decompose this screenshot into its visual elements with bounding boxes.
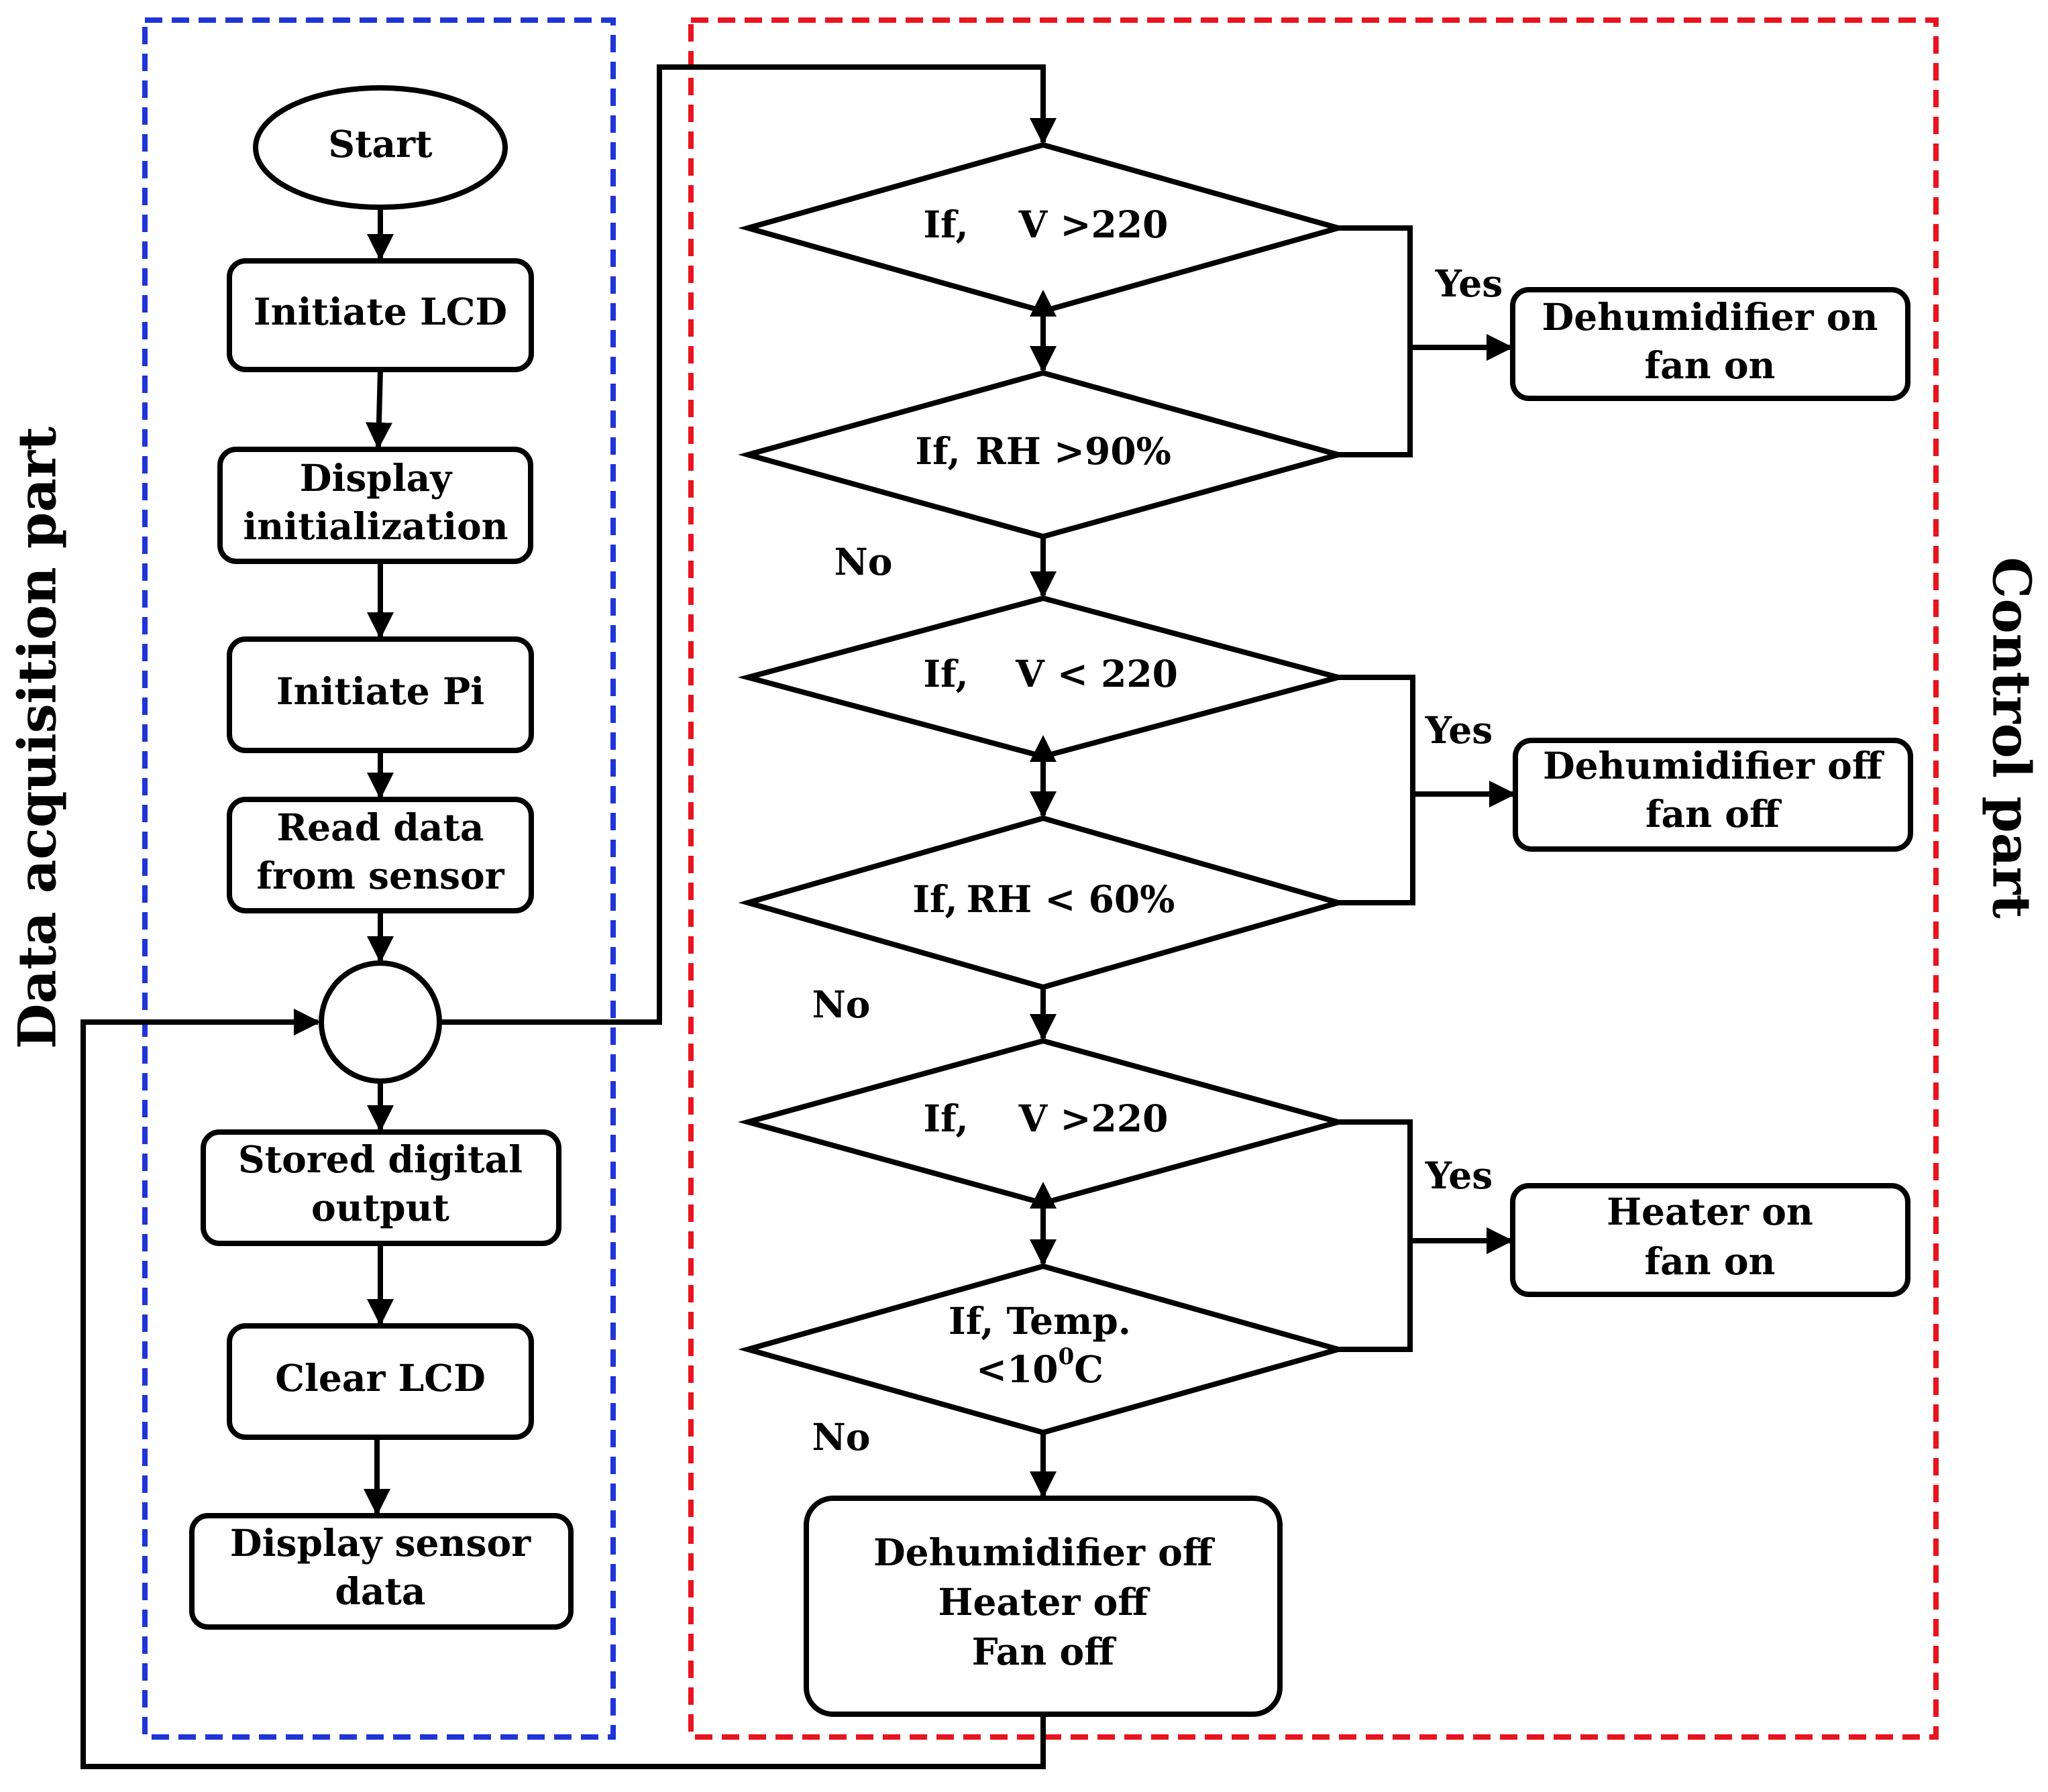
connector-arrow: [365, 369, 392, 449]
output-line1: Heater on: [1607, 1190, 1813, 1233]
start-label: Start: [328, 122, 433, 166]
no-label: No: [812, 1415, 871, 1459]
data-acquisition-label: Data acquisition part: [7, 427, 68, 1049]
decision-label-left: If,: [923, 203, 968, 246]
decision-label-right: RH >90%: [975, 429, 1171, 473]
output-line1: Dehumidifier on: [1542, 295, 1878, 339]
display-sensor-line2: data: [335, 1569, 425, 1613]
decision-label-right: V < 220: [1015, 652, 1178, 695]
initiate-pi-label: Initiate Pi: [276, 669, 484, 713]
decision-label-right: RH < 60%: [967, 877, 1175, 921]
decision-temp-line1: If, Temp.: [949, 1299, 1131, 1343]
decision-label-left: If,: [923, 1097, 968, 1140]
yes-label: Yes: [1425, 708, 1493, 752]
yes-bracket: [1338, 1119, 1413, 1352]
decision-label-right: V >220: [1018, 1097, 1169, 1140]
junction-to-control-line: [439, 64, 1057, 1025]
clear-lcd-label: Clear LCD: [275, 1356, 486, 1400]
output-line2: fan off: [1646, 792, 1782, 836]
loop-junction: [319, 960, 442, 1084]
control-region: [688, 17, 1939, 1740]
display-init-line1: Display: [300, 456, 453, 500]
display-init-box: [217, 447, 533, 564]
initiate-lcd-label: Initiate LCD: [254, 290, 507, 333]
stored-output-line2: output: [311, 1186, 450, 1229]
read-data-line1: Read data: [276, 805, 484, 849]
output-heater-on-box: [1510, 1183, 1910, 1297]
control-part-label: Control part: [1981, 557, 2042, 919]
output-line2: fan on: [1644, 343, 1775, 387]
yes-label: Yes: [1435, 262, 1503, 305]
decision-label-left: If,: [912, 877, 957, 921]
final-line3: Fan off: [972, 1630, 1117, 1673]
output-line1: Dehumidifier off: [1543, 744, 1885, 787]
display-sensor-box: [189, 1513, 574, 1630]
final-all-off-box: [804, 1496, 1283, 1717]
output-dehumidifier-off-box: [1513, 738, 1913, 852]
stored-output-line1: Stored digital: [238, 1137, 523, 1181]
yes-bracket: [1338, 225, 1413, 457]
clear-lcd-box: [227, 1323, 534, 1440]
final-line2: Heater off: [938, 1580, 1151, 1624]
data-acquisition-region: [142, 17, 616, 1740]
loop-back-line: [80, 1009, 1046, 1769]
yes-bracket: [1338, 675, 1415, 905]
output-dehumidifier-on-box: [1510, 287, 1910, 401]
output-line2: fan on: [1644, 1239, 1775, 1283]
decision-temp-line2: <100C: [976, 1343, 1103, 1391]
display-sensor-line1: Display sensor: [230, 1521, 531, 1565]
read-data-line2: from sensor: [256, 854, 504, 897]
no-label: No: [834, 540, 893, 583]
decision-label-right: V >220: [1018, 203, 1169, 246]
decision-label-left: If,: [923, 652, 968, 695]
decision-label-left: If,: [915, 429, 960, 473]
no-label: No: [812, 983, 871, 1026]
yes-label: Yes: [1425, 1154, 1493, 1197]
final-line1: Dehumidifier off: [873, 1530, 1216, 1574]
display-init-line2: initialization: [243, 504, 508, 548]
